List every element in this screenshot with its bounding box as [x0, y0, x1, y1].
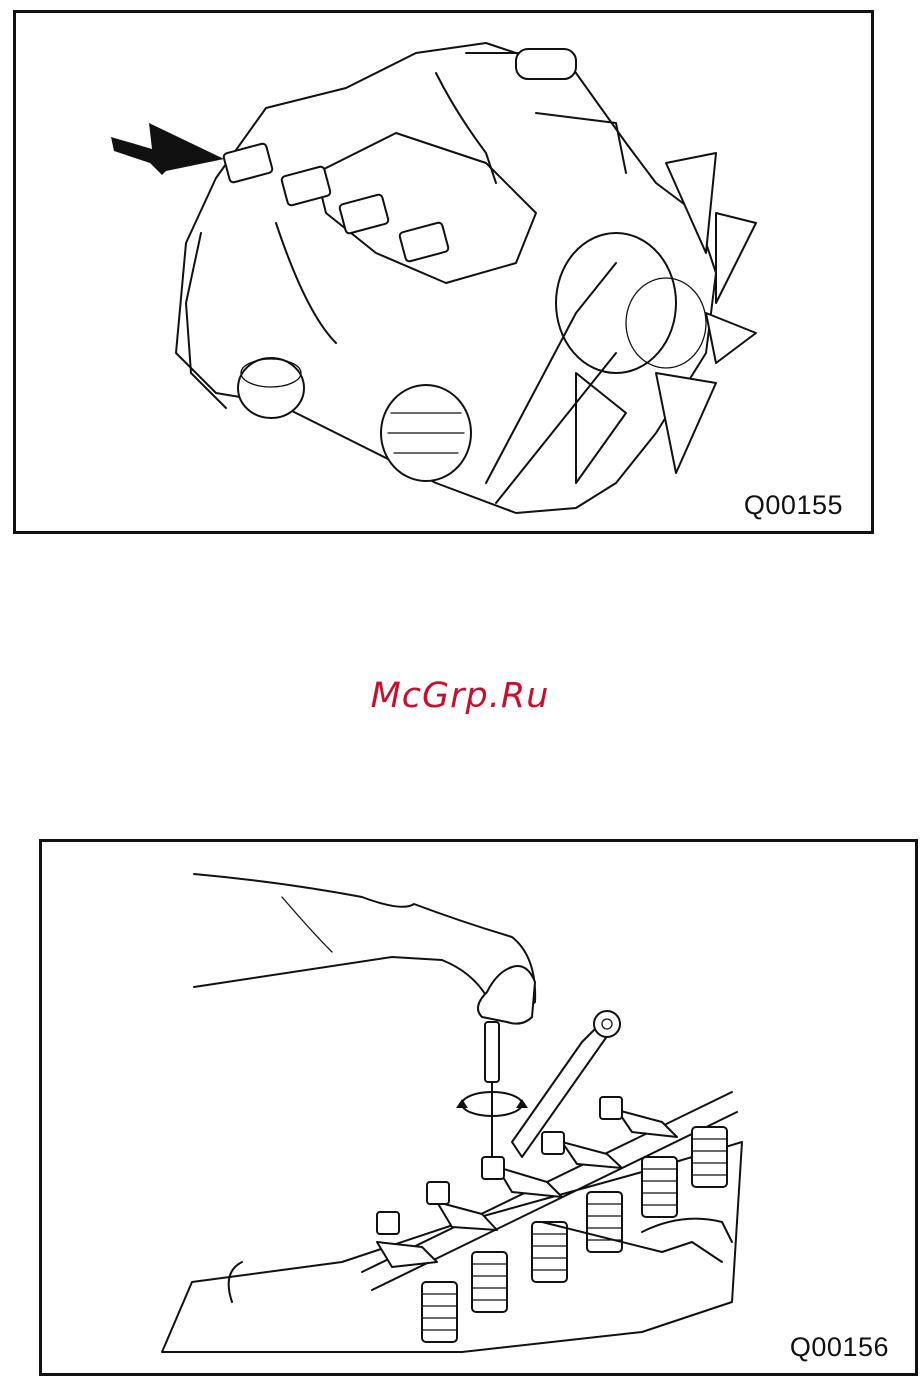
figure-code: Q00155	[744, 490, 843, 521]
rotation-arrow	[456, 1099, 468, 1108]
valve-adjustment-illustration	[42, 842, 915, 1373]
arrow-pointer	[111, 123, 224, 175]
figure-code: Q00156	[790, 1332, 889, 1363]
figure-valve-adjustment: Q00156	[39, 839, 918, 1376]
figure-engine: Q00155	[13, 10, 874, 534]
watermark-text: McGrp.Ru	[0, 676, 920, 716]
engine-illustration	[16, 13, 871, 531]
